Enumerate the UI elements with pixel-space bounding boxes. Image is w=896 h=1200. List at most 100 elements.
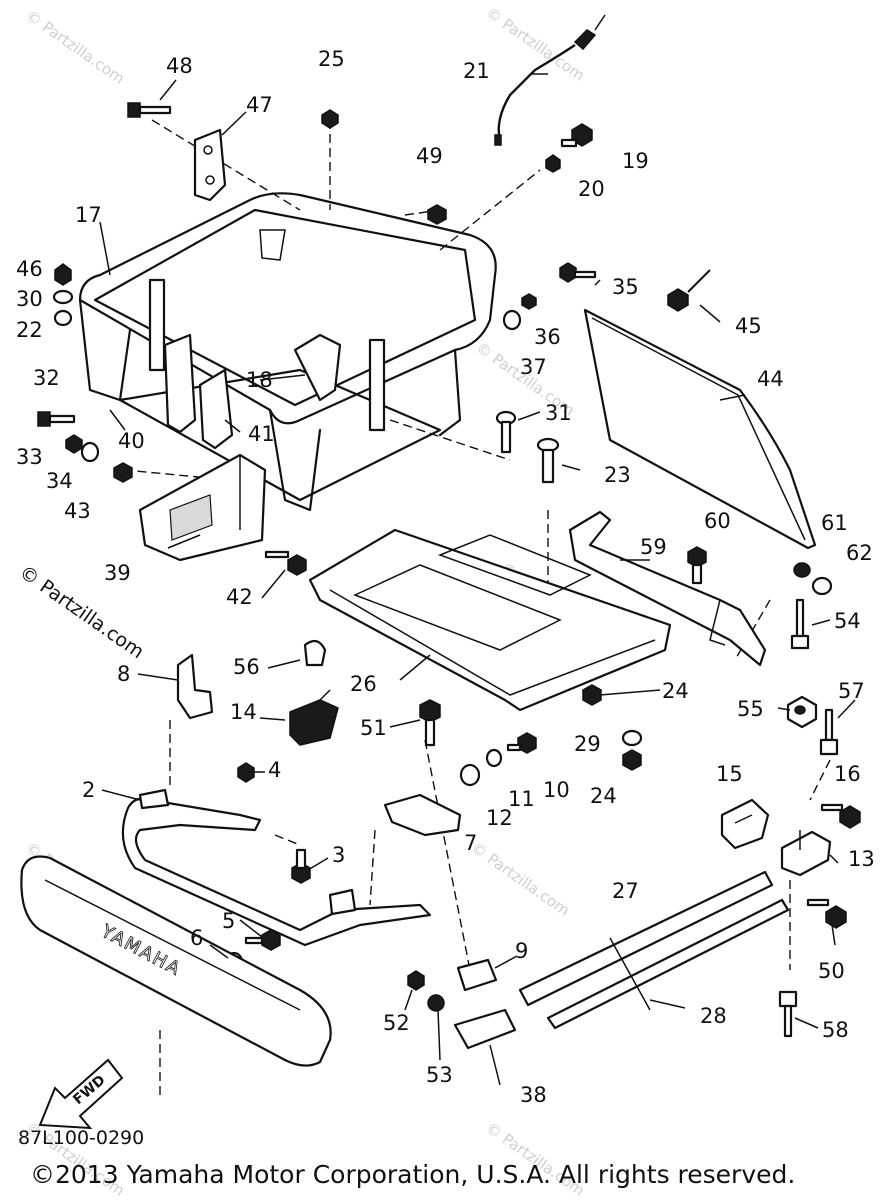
bracket-15 [720,798,770,850]
callout-54: 54 [834,609,861,633]
bolt-16 [820,803,861,829]
watermark-text: © Partzilla.com [468,839,573,920]
bolt-42 [264,550,307,576]
callout-38: 38 [520,1083,547,1107]
front-bumper-cover: YAMAHA [20,855,332,1067]
rubber-strip-27 [518,870,774,1007]
callout-6: 6 [190,926,203,950]
callout-8: 8 [117,662,130,686]
callout-43: 43 [64,499,91,523]
bolt-32 [37,411,76,427]
callouts: 48 25 47 21 49 19 20 17 46 30 22 35 45 3… [16,47,875,1107]
cap-46 [54,263,72,286]
callout-53: 53 [426,1063,453,1087]
screw-45 [667,269,711,312]
bracket-41 [198,368,234,450]
bracket-47 [193,128,227,202]
callout-45: 45 [735,314,762,338]
rubber-strip-28 [546,898,790,1030]
callout-62: 62 [846,541,873,565]
washer-11 [485,748,503,768]
nut-24a [582,684,602,706]
callout-60: 60 [704,509,731,533]
bracket-40 [163,333,197,434]
washer-36 [521,293,537,310]
callout-52: 52 [383,1011,410,1035]
callout-17: 17 [75,203,102,227]
callout-18: 18 [246,368,273,392]
callout-5: 5 [222,909,235,933]
collar-22 [53,309,73,327]
floor-plate-26 [308,528,672,712]
pin-57 [819,708,839,756]
callout-28: 28 [700,1004,727,1028]
fitting-55 [786,695,818,729]
callout-leaders [99,73,856,1086]
nut-49 [427,204,447,225]
callout-26: 26 [350,672,377,696]
callout-57: 57 [838,679,865,703]
bolt-48 [127,102,172,118]
switch-14 [289,689,339,746]
nut-20 [545,154,561,173]
callout-9: 9 [515,939,528,963]
pin-51 [419,699,441,747]
callout-49: 49 [416,144,443,168]
callout-32: 32 [33,366,60,390]
callout-24b: 24 [590,784,617,808]
callout-55: 55 [737,697,764,721]
nut-25 [321,109,339,129]
callout-14: 14 [230,700,257,724]
nut-53 [427,994,445,1012]
callout-27: 27 [612,879,639,903]
callout-58: 58 [822,1018,849,1042]
watermark-text: © Partzilla.com [483,4,588,85]
callout-36: 36 [534,325,561,349]
callout-33: 33 [16,445,43,469]
washer-29 [621,729,643,747]
washer-62 [811,576,833,596]
washer-12 [459,763,481,787]
bracket-8 [176,653,214,720]
copyright-notice: ©2013 Yamaha Motor Corporation, U.S.A. A… [30,1160,796,1189]
drawing-number: 87L100-0290 [18,1127,145,1149]
callout-42: 42 [226,585,253,609]
callout-13: 13 [848,847,875,871]
callout-48: 48 [166,54,193,78]
bolt-5 [244,929,281,951]
cable-21 [494,14,606,146]
bracket-59 [568,510,767,667]
bolt-52 [407,970,425,991]
rear-carrier-frame [78,192,497,512]
bracket-block-39 [138,453,267,562]
bolt-60 [687,546,707,585]
nut-37 [502,309,522,331]
callout-44: 44 [757,367,784,391]
bolt-19 [560,123,593,148]
callout-41: 41 [248,422,275,446]
callout-4: 4 [268,758,281,782]
washer-30 [52,289,74,305]
pad-38 [453,1008,517,1050]
bracket-13 [780,830,832,877]
collar-34 [80,441,100,463]
callout-56: 56 [233,655,260,679]
callout-21: 21 [463,59,490,83]
callout-61: 61 [821,511,848,535]
callout-31: 31 [545,401,572,425]
bolt-31 [495,410,517,454]
callout-10: 10 [543,778,570,802]
bracket-18 [293,333,342,402]
stud-54 [790,598,810,650]
bolt-50 [806,898,847,929]
callout-3: 3 [332,843,345,867]
callout-19: 19 [622,149,649,173]
callout-12: 12 [486,806,513,830]
washer-33 [65,434,83,454]
callout-23: 23 [604,463,631,487]
callout-47: 47 [246,93,273,117]
callout-39: 39 [104,561,131,585]
callout-40: 40 [118,429,145,453]
callout-16: 16 [834,762,861,786]
